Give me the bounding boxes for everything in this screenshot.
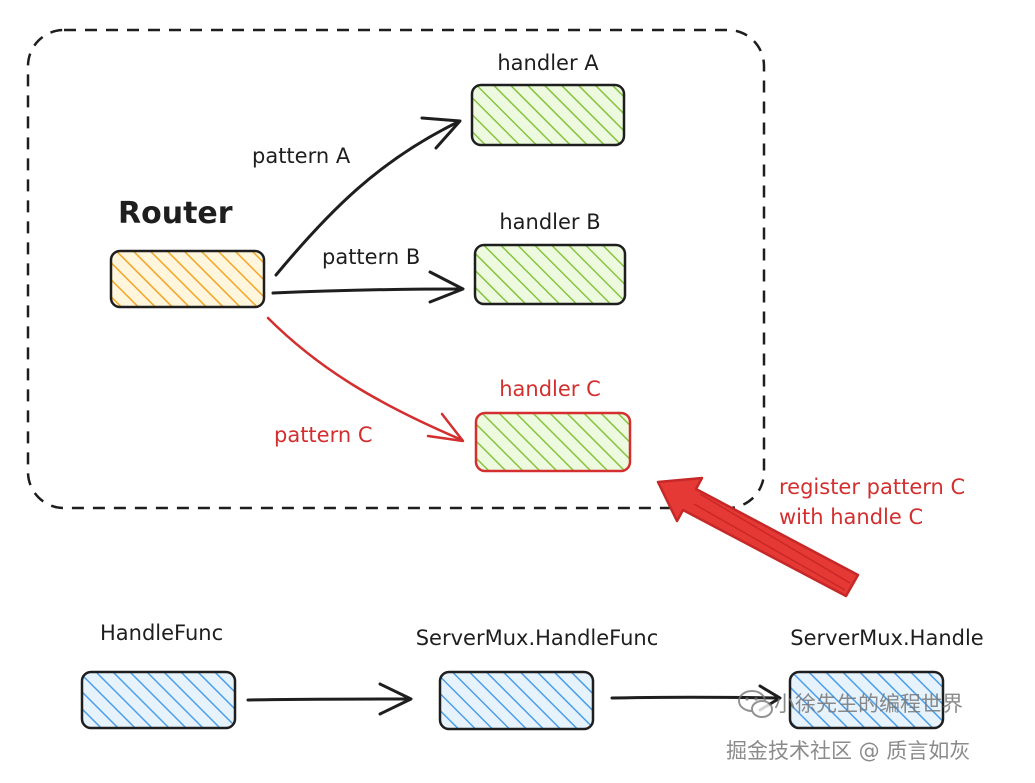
register-note-line2: with handle C [779, 505, 923, 529]
pattern-b-arrowhead [428, 270, 465, 304]
handler-b-label: handler B [499, 210, 600, 234]
pattern-c-arrowhead [426, 412, 465, 443]
watermark-account: 小徐先生的编程世界 [774, 692, 963, 716]
chain-arrow-2 [610, 695, 780, 700]
pattern-a-label: pattern A [252, 144, 351, 168]
pattern-a-arrowhead [420, 116, 462, 150]
chain-servermux-handlefunc-box [438, 670, 595, 731]
chain-servermux-handle-label: ServerMux.Handle [790, 626, 983, 650]
handler-c-box [474, 411, 632, 473]
pattern-b-arrow [271, 287, 464, 295]
chain-arrow-1-head [378, 682, 413, 716]
chain-handlefunc-box [80, 670, 237, 730]
pattern-b-label: pattern B [322, 245, 420, 269]
handler-c-label: handler C [499, 377, 601, 401]
register-arrow-hatch [693, 493, 851, 591]
chain-arrow-1 [246, 697, 412, 702]
pattern-c-label: pattern C [274, 423, 373, 447]
router-title: Router [118, 196, 233, 231]
handler-a-box [470, 83, 626, 147]
pattern-c-arrow [266, 316, 464, 442]
handler-b-box [473, 243, 627, 306]
chain-handlefunc-label: HandleFunc [100, 621, 223, 645]
chain-servermux-handlefunc-label: ServerMux.HandleFunc [416, 626, 659, 650]
chain-servermux-handle-box [788, 670, 945, 730]
register-note-line1: register pattern C [779, 475, 965, 499]
router-boundary [26, 28, 766, 510]
register-arrow [656, 476, 860, 598]
watermark-site: 掘金技术社区 @ 质言如灰 [726, 739, 970, 763]
handler-a-label: handler A [497, 51, 599, 75]
router-box [109, 249, 266, 309]
wechat-icon [738, 690, 773, 718]
pattern-a-arrow [274, 120, 460, 277]
